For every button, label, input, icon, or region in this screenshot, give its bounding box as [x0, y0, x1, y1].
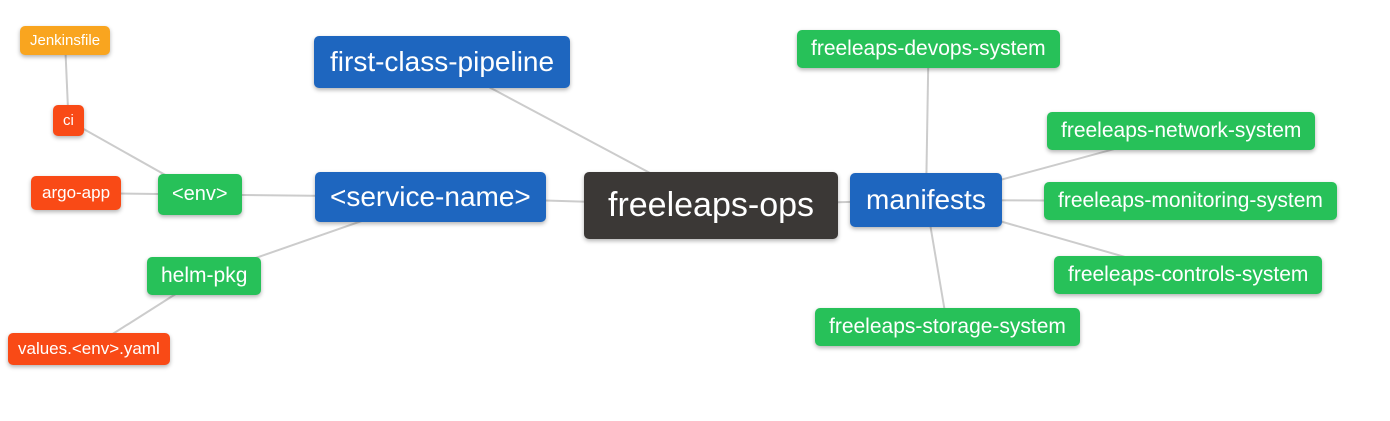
node-service-name[interactable]: <service-name> — [315, 172, 546, 223]
node-freeleaps-devops-system[interactable]: freeleaps-devops-system — [797, 30, 1060, 69]
node-argo-app[interactable]: argo-app — [31, 176, 122, 210]
node-jenkinsfile[interactable]: Jenkinsfile — [20, 26, 111, 56]
node-values-env-yaml[interactable]: values.<env>.yaml — [8, 333, 170, 365]
node-freeleaps-storage-system[interactable]: freeleaps-storage-system — [815, 308, 1080, 347]
node-freeleaps-controls-system[interactable]: freeleaps-controls-system — [1054, 256, 1323, 295]
node-helm-pkg[interactable]: helm-pkg — [147, 257, 262, 296]
node-ci[interactable]: ci — [53, 105, 84, 137]
node-manifests[interactable]: manifests — [850, 173, 1002, 228]
node-freeleaps-network-system[interactable]: freeleaps-network-system — [1047, 112, 1316, 151]
node-first-class-pipeline[interactable]: first-class-pipeline — [314, 36, 571, 89]
node-freeleaps-monitoring-system[interactable]: freeleaps-monitoring-system — [1044, 182, 1337, 221]
node-freeleaps-ops[interactable]: freeleaps-ops — [584, 172, 839, 240]
node-env[interactable]: <env> — [158, 174, 242, 215]
